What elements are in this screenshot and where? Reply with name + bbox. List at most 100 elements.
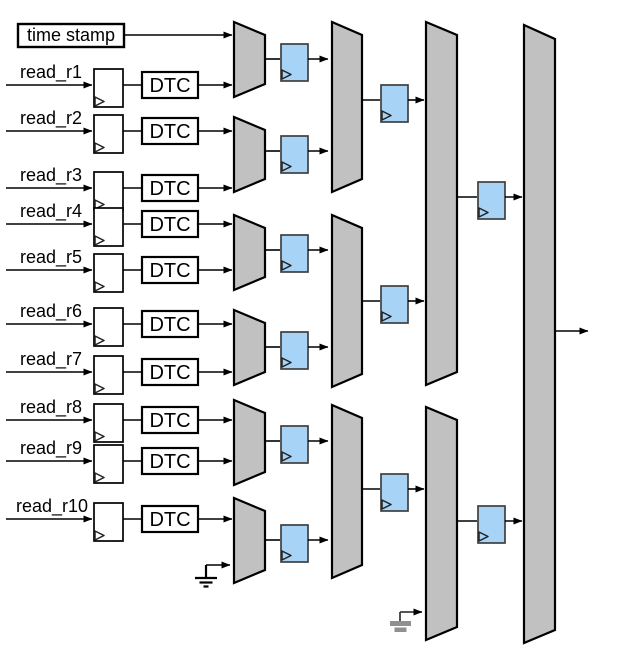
dtc-box <box>140 504 200 534</box>
stage2-mux-2 <box>330 213 364 389</box>
clock-triangle-icon <box>94 472 105 483</box>
dtc-label: DTC <box>149 362 190 384</box>
pipeline-register <box>380 84 409 123</box>
dtc-label: DTC <box>149 314 190 336</box>
input-register <box>93 68 124 108</box>
read-label: read_r8 <box>20 397 82 418</box>
dtc-box <box>140 173 200 203</box>
read-row: read_r4 DTC <box>6 201 233 247</box>
clock-triangle-icon <box>478 207 489 218</box>
clock-triangle-icon <box>281 451 292 462</box>
clock-triangle-icon <box>281 69 292 80</box>
clock-triangle-icon <box>94 142 105 153</box>
input-register <box>93 444 124 484</box>
clock-triangle-icon <box>94 96 105 107</box>
dtc-label: DTC <box>149 214 190 236</box>
stage1-mux-4 <box>232 308 267 387</box>
dtc-box <box>140 255 200 285</box>
stage3-mux-2 <box>424 405 459 642</box>
input-register <box>93 502 124 542</box>
dtc-label: DTC <box>149 410 190 432</box>
pipeline-register <box>477 181 506 220</box>
clock-triangle-icon <box>281 357 292 368</box>
input-register <box>93 355 124 395</box>
dtc-label: DTC <box>149 509 190 531</box>
pipeline-register <box>380 285 409 324</box>
clock-triangle-icon <box>94 235 105 246</box>
clock-triangle-icon <box>281 260 292 271</box>
input-register <box>93 171 124 211</box>
read-label: read_r4 <box>20 201 82 222</box>
dtc-label: DTC <box>149 75 190 97</box>
input-register <box>93 403 124 443</box>
stage1-mux-5 <box>232 398 267 487</box>
input-register <box>93 114 124 154</box>
ground-bar <box>390 621 411 626</box>
read-row: read_r6 DTC <box>6 301 233 347</box>
read-row: read_r2 DTC <box>6 108 233 154</box>
stage3-registers <box>457 181 523 544</box>
read-label: read_r2 <box>20 108 82 129</box>
input-register <box>93 253 124 293</box>
clock-triangle-icon <box>381 499 392 510</box>
stage1-mux-1 <box>232 20 267 99</box>
pipeline-register <box>280 135 309 174</box>
read-label: read_r1 <box>20 62 82 83</box>
stage1-mux-6 <box>232 496 267 585</box>
read-row: read_r8 DTC <box>6 397 233 443</box>
read-row: read_r10 DTC <box>6 496 233 542</box>
ground-icon <box>390 608 423 632</box>
read-row: read_r3 DTC <box>6 165 233 211</box>
read-label: read_r7 <box>20 349 82 370</box>
stage1-registers <box>265 43 329 563</box>
pipeline-register <box>280 425 309 464</box>
clock-triangle-icon <box>381 110 392 121</box>
stage4-mux <box>522 23 557 645</box>
clock-triangle-icon <box>94 281 105 292</box>
dtc-label: DTC <box>149 121 190 143</box>
stage1-mux-2 <box>232 115 267 194</box>
ground-icon <box>195 561 231 588</box>
clock-triangle-icon <box>281 550 292 561</box>
ground-bar <box>394 627 407 632</box>
read-label: read_r6 <box>20 301 82 322</box>
pipeline-register <box>380 473 409 512</box>
stage2-registers <box>362 84 425 512</box>
stage2-mux-1 <box>330 20 364 194</box>
read-row: read_r1 DTC <box>6 62 233 108</box>
read-row: read_r5 DTC <box>6 247 233 293</box>
read-row: read_r9 DTC <box>6 438 233 484</box>
input-register <box>93 207 124 247</box>
clock-triangle-icon <box>94 383 105 394</box>
clock-triangle-icon <box>381 311 392 322</box>
input-register <box>93 307 124 347</box>
clock-triangle-icon <box>94 335 105 346</box>
pipeline-register <box>280 524 309 563</box>
pipeline-register <box>477 505 506 544</box>
pipeline-register <box>280 331 309 370</box>
clock-triangle-icon <box>94 530 105 541</box>
clock-triangle-icon <box>478 531 489 542</box>
dtc-label: DTC <box>149 451 190 473</box>
pipeline-register <box>280 234 309 273</box>
clock-triangle-icon <box>281 161 292 172</box>
dtc-label: DTC <box>149 260 190 282</box>
dtc-label: DTC <box>149 178 190 200</box>
time-stamp-label: time stamp <box>27 25 115 45</box>
stage2-mux-3 <box>330 403 364 580</box>
time-stamp-input: time stamp <box>16 22 233 49</box>
stage1-mux-3 <box>232 213 267 292</box>
read-label: read_r10 <box>16 496 88 517</box>
read-label: read_r5 <box>20 247 82 268</box>
dtc-box <box>140 405 200 435</box>
read-row: read_r7 DTC <box>6 349 233 395</box>
clock-triangle-icon <box>94 431 105 442</box>
dtc-box <box>140 446 200 476</box>
clock-triangle-icon <box>94 199 105 210</box>
pipeline-register <box>280 43 309 82</box>
read-label: read_r9 <box>20 438 82 459</box>
dtc-box <box>140 70 200 100</box>
read-label: read_r3 <box>20 165 82 186</box>
